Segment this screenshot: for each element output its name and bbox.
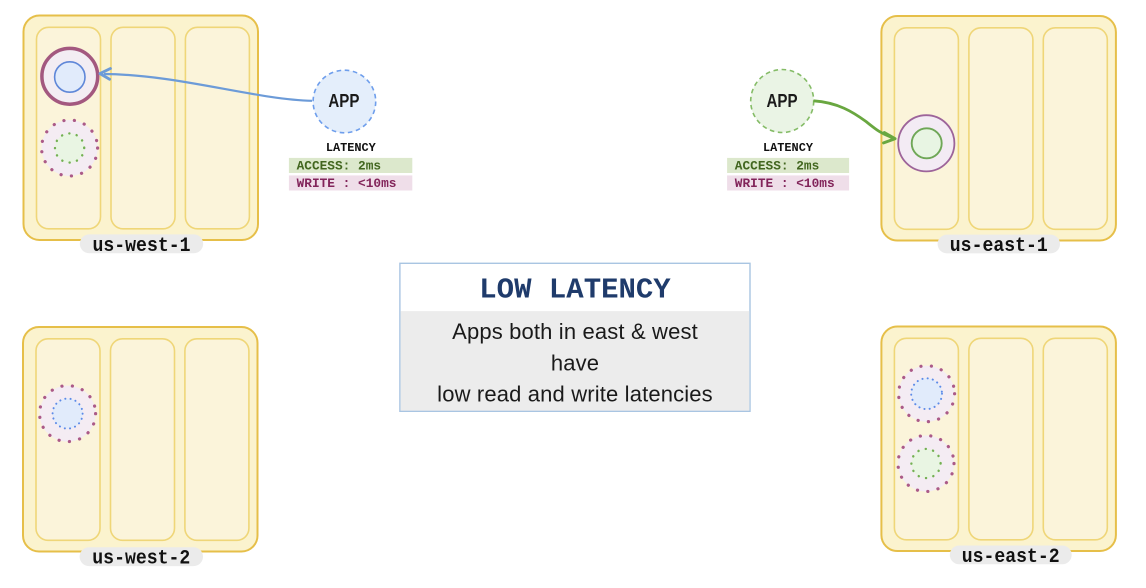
svg-text:LOW LATENCY: LOW LATENCY: [479, 274, 671, 307]
svg-text:us-east-2: us-east-2: [962, 546, 1060, 569]
svg-text:ACCESS: 2ms: ACCESS: 2ms: [735, 159, 819, 174]
svg-text:APP: APP: [767, 91, 798, 111]
svg-text:LATENCY: LATENCY: [763, 141, 814, 155]
svg-text:us-east-1: us-east-1: [950, 235, 1048, 258]
svg-text:have: have: [551, 351, 599, 376]
svg-text:us-west-2: us-west-2: [92, 548, 190, 571]
svg-text:Apps both in east & west: Apps both in east & west: [452, 319, 698, 344]
svg-text:ACCESS: 2ms: ACCESS: 2ms: [297, 159, 381, 174]
svg-text:LATENCY: LATENCY: [326, 141, 377, 155]
svg-text:WRITE : <10ms: WRITE : <10ms: [735, 176, 835, 191]
svg-text:APP: APP: [328, 91, 359, 111]
svg-text:low read and write latencies: low read and write latencies: [437, 382, 713, 407]
svg-text:WRITE : <10ms: WRITE : <10ms: [297, 176, 397, 191]
svg-text:us-west-1: us-west-1: [93, 235, 191, 258]
